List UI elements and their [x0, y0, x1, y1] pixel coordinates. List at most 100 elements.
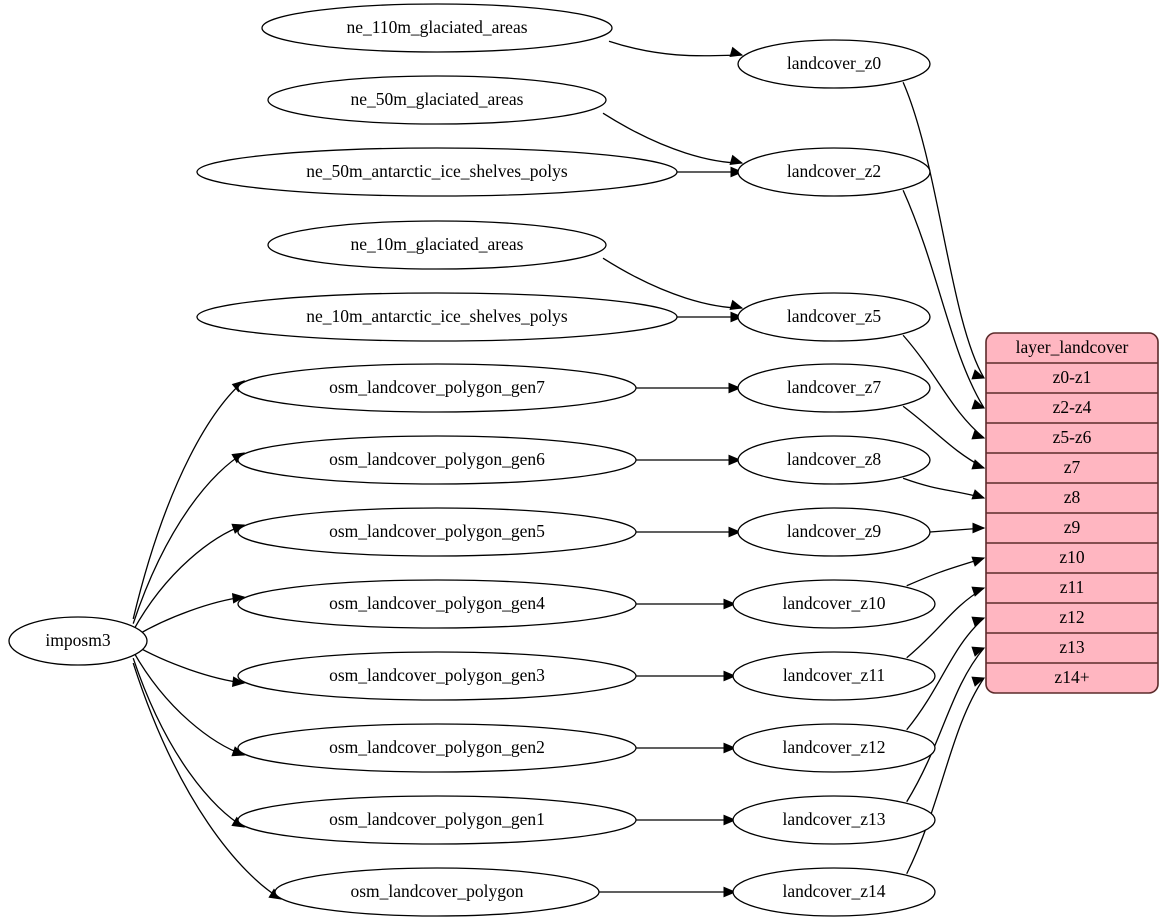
node-shape-osm_landcover_polygon_gen3	[237, 651, 637, 701]
node-osm_landcover_polygon_gen4[interactable]: osm_landcover_polygon_gen4	[237, 579, 637, 629]
node-landcover_z2[interactable]: landcover_z2	[737, 147, 931, 197]
node-label-landcover_z5: landcover_z5	[787, 306, 882, 326]
edge-arrow-landcover_z10-row6	[971, 556, 986, 567]
node-label-ne_10m_glaciated_areas: ne_10m_glaciated_areas	[351, 234, 524, 254]
edge-path-imposm3-osm_landcover_polygon_gen6	[132, 452, 245, 624]
node-label-osm_landcover_polygon_gen4: osm_landcover_polygon_gen4	[329, 593, 545, 613]
edge-arrow-landcover_z12-row8	[971, 616, 986, 627]
edge-arrow-landcover_z0-row0	[971, 369, 986, 380]
node-shape-ne_50m_antarctic_ice_shelves_polys	[196, 147, 678, 197]
edge-path-imposm3-osm_landcover_polygon_gen2	[132, 650, 245, 756]
edge-arrow-landcover_z14-row10	[971, 676, 986, 687]
node-osm_landcover_polygon_gen6[interactable]: osm_landcover_polygon_gen6	[237, 435, 637, 485]
node-landcover_z9[interactable]: landcover_z9	[737, 507, 931, 557]
node-label-landcover_z14: landcover_z14	[782, 881, 885, 901]
node-osm_landcover_polygon_gen7[interactable]: osm_landcover_polygon_gen7	[237, 363, 637, 413]
edge-arrow-osm_landcover_polygon_gen4-landcover_z10	[723, 598, 737, 610]
layer-table-row-label-7: z11	[1060, 577, 1085, 597]
node-label-osm_landcover_polygon_gen2: osm_landcover_polygon_gen2	[329, 737, 545, 757]
layer-landcover-table[interactable]: layer_landcoverz0-z1z2-z4z5-z6z7z8z9z10z…	[985, 332, 1159, 694]
node-landcover_z0[interactable]: landcover_z0	[737, 39, 931, 89]
node-label-landcover_z2: landcover_z2	[787, 161, 881, 181]
node-ne_10m_antarctic_ice_shelves_polys[interactable]: ne_10m_antarctic_ice_shelves_polys	[196, 292, 678, 342]
node-label-landcover_z10: landcover_z10	[782, 593, 885, 613]
node-shape-imposm3	[8, 616, 148, 666]
node-label-ne_50m_glaciated_areas: ne_50m_glaciated_areas	[351, 89, 524, 109]
edge-arrow-imposm3-osm_landcover_polygon_gen4	[231, 593, 246, 604]
edge-arrow-ne_10m_glaciated_areas-landcover_z5	[729, 299, 744, 311]
node-shape-ne_10m_glaciated_areas	[267, 220, 607, 270]
node-shape-osm_landcover_polygon_gen1	[237, 795, 637, 845]
node-osm_landcover_polygon_gen1[interactable]: osm_landcover_polygon_gen1	[237, 795, 637, 845]
node-shape-landcover_z7	[737, 363, 931, 413]
node-shape-landcover_z8	[737, 435, 931, 485]
node-shape-osm_landcover_polygon_gen2	[237, 723, 637, 773]
node-label-ne_50m_antarctic_ice_shelves_polys: ne_50m_antarctic_ice_shelves_polys	[306, 161, 568, 181]
node-osm_landcover_polygon[interactable]: osm_landcover_polygon	[274, 867, 600, 917]
node-landcover_z12[interactable]: landcover_z12	[732, 723, 936, 773]
node-ne_50m_antarctic_ice_shelves_polys[interactable]: ne_50m_antarctic_ice_shelves_polys	[196, 147, 678, 197]
edge-arrow-landcover_z11-row7	[971, 586, 986, 597]
node-shape-osm_landcover_polygon_gen6	[237, 435, 637, 485]
node-label-osm_landcover_polygon_gen6: osm_landcover_polygon_gen6	[329, 449, 545, 469]
edge-arrow-osm_landcover_polygon_gen2-landcover_z12	[723, 742, 737, 754]
node-layer: imposm3 ne_110m_glaciated_areas ne_50m_gla…	[8, 3, 936, 917]
layer-table-row-label-9: z13	[1059, 637, 1085, 657]
layer-table-row-label-4: z8	[1064, 487, 1081, 507]
node-osm_landcover_polygon_gen5[interactable]: osm_landcover_polygon_gen5	[237, 507, 637, 557]
node-label-osm_landcover_polygon_gen5: osm_landcover_polygon_gen5	[329, 521, 545, 541]
node-label-landcover_z8: landcover_z8	[787, 449, 882, 469]
node-label-landcover_z0: landcover_z0	[787, 53, 882, 73]
node-landcover_z11[interactable]: landcover_z11	[732, 651, 936, 701]
edge-path-ne_110m_glaciated_areas-landcover_z0	[608, 40, 743, 57]
edge-path-landcover_z0-row0	[902, 81, 985, 379]
edge-path-imposm3-osm_landcover_polygon_gen7	[132, 380, 245, 620]
node-shape-landcover_z10	[732, 579, 936, 629]
node-label-landcover_z12: landcover_z12	[782, 737, 885, 757]
node-osm_landcover_polygon_gen3[interactable]: osm_landcover_polygon_gen3	[237, 651, 637, 701]
node-shape-landcover_z13	[732, 795, 936, 845]
node-shape-osm_landcover_polygon_gen5	[237, 507, 637, 557]
edge-arrow-ne_50m_glaciated_areas-landcover_z2	[729, 154, 744, 166]
node-shape-landcover_z5	[737, 292, 931, 342]
layer-table-row-label-8: z12	[1059, 607, 1084, 627]
edge-arrow-landcover_z2-row1	[971, 399, 986, 410]
node-landcover_z8[interactable]: landcover_z8	[737, 435, 931, 485]
node-landcover_z10[interactable]: landcover_z10	[732, 579, 936, 629]
layer-table-row-label-10: z14+	[1054, 667, 1089, 687]
node-osm_landcover_polygon_gen2[interactable]: osm_landcover_polygon_gen2	[237, 723, 637, 773]
node-ne_110m_glaciated_areas[interactable]: ne_110m_glaciated_areas	[261, 3, 613, 53]
node-landcover_z14[interactable]: landcover_z14	[732, 867, 936, 917]
node-label-imposm3: imposm3	[45, 630, 110, 650]
edge-arrow-ne_10m_antarctic_ice_shelves_polys-landcover_z5	[730, 311, 744, 323]
edge-path-landcover_z8-row4	[902, 477, 985, 499]
node-shape-landcover_z12	[732, 723, 936, 773]
node-label-landcover_z13: landcover_z13	[782, 809, 885, 829]
node-landcover_z5[interactable]: landcover_z5	[737, 292, 931, 342]
node-imposm3[interactable]: imposm3	[8, 616, 148, 666]
edge-arrow-osm_landcover_polygon-landcover_z14	[723, 886, 737, 898]
node-label-ne_110m_glaciated_areas: ne_110m_glaciated_areas	[346, 17, 527, 37]
node-ne_10m_glaciated_areas[interactable]: ne_10m_glaciated_areas	[267, 220, 607, 270]
node-landcover_z7[interactable]: landcover_z7	[737, 363, 931, 413]
edge-arrow-landcover_z7-row3	[971, 459, 986, 470]
edge-arrow-osm_landcover_polygon_gen5-landcover_z9	[728, 526, 742, 538]
node-shape-osm_landcover_polygon	[274, 867, 600, 917]
node-shape-landcover_z14	[732, 867, 936, 917]
node-label-osm_landcover_polygon_gen1: osm_landcover_polygon_gen1	[329, 809, 545, 829]
node-landcover_z13[interactable]: landcover_z13	[732, 795, 936, 845]
edge-arrow-osm_landcover_polygon_gen3-landcover_z11	[723, 670, 737, 682]
edge-path-imposm3-osm_landcover_polygon_gen1	[132, 657, 245, 828]
node-label-osm_landcover_polygon_gen7: osm_landcover_polygon_gen7	[329, 377, 545, 397]
node-shape-landcover_z9	[737, 507, 931, 557]
layer-table-row-label-1: z2-z4	[1053, 397, 1092, 417]
node-label-landcover_z7: landcover_z7	[787, 377, 882, 397]
layer-table-row-label-2: z5-z6	[1053, 427, 1092, 447]
edge-arrow-osm_landcover_polygon_gen6-landcover_z8	[728, 454, 742, 466]
edge-arrow-landcover_z5-row2	[971, 429, 986, 440]
edge-arrow-ne_110m_glaciated_areas-landcover_z0	[729, 46, 744, 58]
node-label-osm_landcover_polygon: osm_landcover_polygon	[350, 881, 523, 901]
node-ne_50m_glaciated_areas[interactable]: ne_50m_glaciated_areas	[267, 75, 607, 125]
edge-arrow-osm_landcover_polygon_gen7-landcover_z7	[728, 382, 742, 394]
